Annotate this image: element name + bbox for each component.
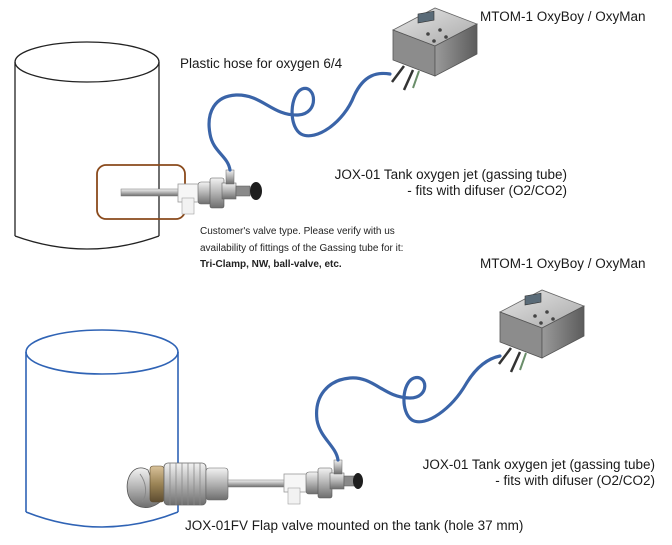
bottom-jet-line-2: - fits with difuser (O2/CO2) <box>495 472 655 488</box>
bottom-flap-valve-label: JOX-01FV Flap valve mounted on the tank … <box>185 518 524 533</box>
top-controller-label: MTOM-1 OxyBoy / OxyMan <box>480 9 646 24</box>
bottom-controller-box <box>498 289 585 373</box>
top-valve-note-line-1: Customer's valve type. Please verify wit… <box>200 226 395 237</box>
bottom-tank <box>25 329 179 528</box>
bottom-controller-label: MTOM-1 OxyBoy / OxyMan <box>480 256 646 271</box>
bottom-controller-display <box>524 292 542 306</box>
top-jet-line-2: - fits with difuser (O2/CO2) <box>407 182 567 198</box>
top-valve-note-line-3: Tri-Clamp, NW, ball-valve, etc. <box>200 259 342 270</box>
top-valve-note-line-2: availability of fittings of the Gassing … <box>200 242 404 254</box>
top-controller-display <box>417 10 435 24</box>
bottom-jet-line-1: JOX-01 Tank oxygen jet (gassing tube) <box>422 457 655 472</box>
top-hose-label: Plastic hose for oxygen 6/4 <box>180 56 343 71</box>
top-tank <box>14 41 160 250</box>
top-jet-label: JOX-01 Tank oxygen jet (gassing tube) - … <box>282 167 567 198</box>
top-gassing-tube <box>120 169 262 215</box>
bottom-jet-label: JOX-01 Tank oxygen jet (gassing tube) - … <box>370 457 655 488</box>
top-controller-box <box>391 7 478 91</box>
top-jet-line-1: JOX-01 Tank oxygen jet (gassing tube) <box>334 167 567 182</box>
top-oxygen-hose <box>207 71 392 172</box>
bottom-gassing-tube <box>227 459 363 505</box>
bottom-flap-valve <box>126 462 229 508</box>
top-valve-note: Customer's valve type. Please verify wit… <box>200 226 403 271</box>
bottom-oxygen-hose <box>315 354 502 462</box>
